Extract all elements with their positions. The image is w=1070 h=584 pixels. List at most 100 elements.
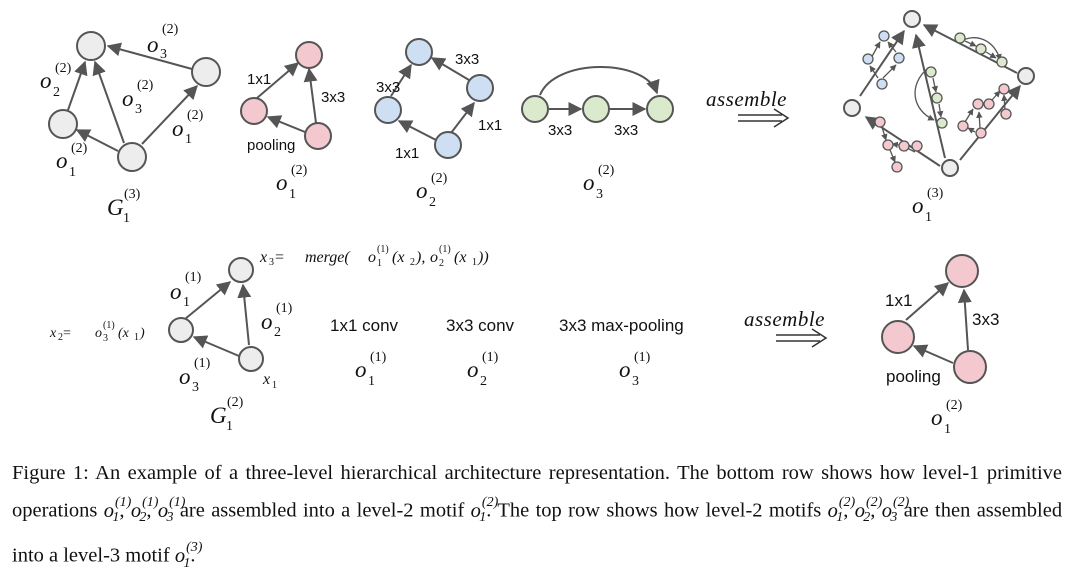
edge-label: 1x1 [478,117,502,134]
svg-text:1: 1 [183,295,190,310]
svg-text:3: 3 [160,47,167,62]
svg-text:x: x [262,371,270,388]
submotif-green-b [954,32,1008,68]
assemble-arrow-top: assemble [706,87,790,128]
node [521,95,549,123]
edge-label: 3x3 [455,51,479,68]
submotif-pink-b [983,83,1012,120]
caption-sentence-2: are assembled into a level-2 motif [179,499,465,522]
motif-o3-level2: 3x3 3x3 o (2) 3 [521,66,674,202]
motif-label-o3-level2: o (2) 3 [583,163,615,202]
svg-text:o: o [619,357,631,382]
svg-text:o: o [912,193,924,218]
edge-label-o3-level1: o (1) 3 [179,356,211,395]
caption-sentence-4: are then assembled into a level-3 motif [12,499,1063,567]
svg-text:3x3 conv: 3x3 conv [446,316,515,335]
edge [912,33,946,159]
svg-text:(2): (2) [431,171,448,186]
svg-text:x: x [49,326,57,341]
svg-text:1: 1 [472,257,477,268]
node [881,320,915,354]
graph-label-g1-level2: G (2) 1 [210,395,244,434]
submotif-green-a [914,66,948,129]
node-x2 [168,317,194,343]
node [466,74,494,102]
node [295,41,323,69]
svg-text:1: 1 [925,210,932,225]
svg-text:o: o [172,116,184,141]
svg-text:(1): (1) [634,350,651,365]
edge-o3-level2-middle [92,60,125,144]
edge-o1-level2-bottom [75,129,119,152]
primitive-3x3-conv: 3x3 conv o (1) 2 [446,316,515,389]
formula-x3: x 3 = merge( o (1) 1 (x 2 ), o (1) 2 (x … [259,244,489,269]
svg-text:1: 1 [368,374,375,389]
svg-text:3: 3 [192,380,199,395]
caption-math-o1-level3: o(3)1 [174,540,203,571]
svg-text:(1): (1) [194,356,211,371]
svg-text:o: o [179,364,191,389]
svg-text:assemble: assemble [706,87,787,111]
edge-label: 1x1 [395,145,419,162]
node [941,159,959,177]
svg-text:1: 1 [226,419,233,434]
submotif-pink-a [957,98,987,139]
node [953,350,987,384]
edge-3x3 [957,288,972,351]
svg-text:1: 1 [134,332,139,343]
svg-text:=: = [63,326,71,341]
svg-text:o: o [467,357,479,382]
edge-3x3-left [390,63,412,97]
edge-label-pooling: pooling [886,367,941,386]
result-label-o1-level2: o (2) 1 [931,398,963,437]
motif-o1-level2: 1x1 3x3 pooling o (2) 1 [240,41,345,202]
edge-o1-level2-right [141,84,198,145]
svg-text:(2): (2) [162,22,179,37]
node [117,142,147,172]
svg-text:3: 3 [632,374,639,389]
node [945,254,979,288]
edge-o3-level2-top [106,42,193,70]
svg-text:assemble: assemble [744,307,825,331]
graph-g1-level2: o (1) 1 o (1) 2 o (1) 3 x 1 x 2 = o (1) … [49,244,489,434]
svg-text:2: 2 [480,374,487,389]
assembled-o1-level3: o (3) 1 [843,10,1035,225]
svg-text:2: 2 [429,195,436,210]
caption-math-o3-level1: o(1)3 [157,495,186,526]
hierarchical-architecture-figure: o (2) 3 o (2) 2 o (2) 3 o (2) 1 o (2) 1 … [40,10,1035,437]
motif-label-o1-level2: o (2) 1 [276,163,308,202]
node [304,122,332,150]
svg-text:o: o [147,32,159,57]
edge-pooling [266,115,306,133]
edge-1x1-right [450,101,475,134]
result-label-o1-level3: o (3) 1 [912,186,944,225]
node [582,95,610,123]
svg-text:2: 2 [58,332,63,343]
edge-label-o2-left: o (2) 2 [40,61,72,100]
caption-math-o1-level1: o(1)1 [103,495,132,526]
svg-text:(1): (1) [370,350,387,365]
svg-text:(3): (3) [927,186,944,201]
caption-math-o2-level2: o(2)2 [854,495,883,526]
svg-text:(2): (2) [187,108,204,123]
svg-text:): ) [139,326,145,341]
edge-label-o1-right: o (2) 1 [172,108,204,147]
svg-text:o: o [56,148,68,173]
node [434,131,462,159]
svg-text:(2): (2) [227,395,244,410]
node [76,31,106,61]
svg-text:(3): (3) [124,187,141,202]
svg-text:2: 2 [410,257,415,268]
edge-label: 3x3 [614,122,638,139]
edge-label: 3x3 [376,79,400,96]
edge-skip [539,66,660,96]
primitive-1x1-conv: 1x1 conv o (1) 1 [330,316,399,389]
submotif-pink-c [874,116,923,173]
svg-text:o: o [416,178,428,203]
svg-text:(1): (1) [185,270,202,285]
svg-text:1: 1 [185,132,192,147]
edge-3x3 [303,67,318,124]
caption-lead: Figure 1: [12,462,89,484]
svg-text:o: o [40,68,52,93]
svg-text:3: 3 [269,257,274,268]
